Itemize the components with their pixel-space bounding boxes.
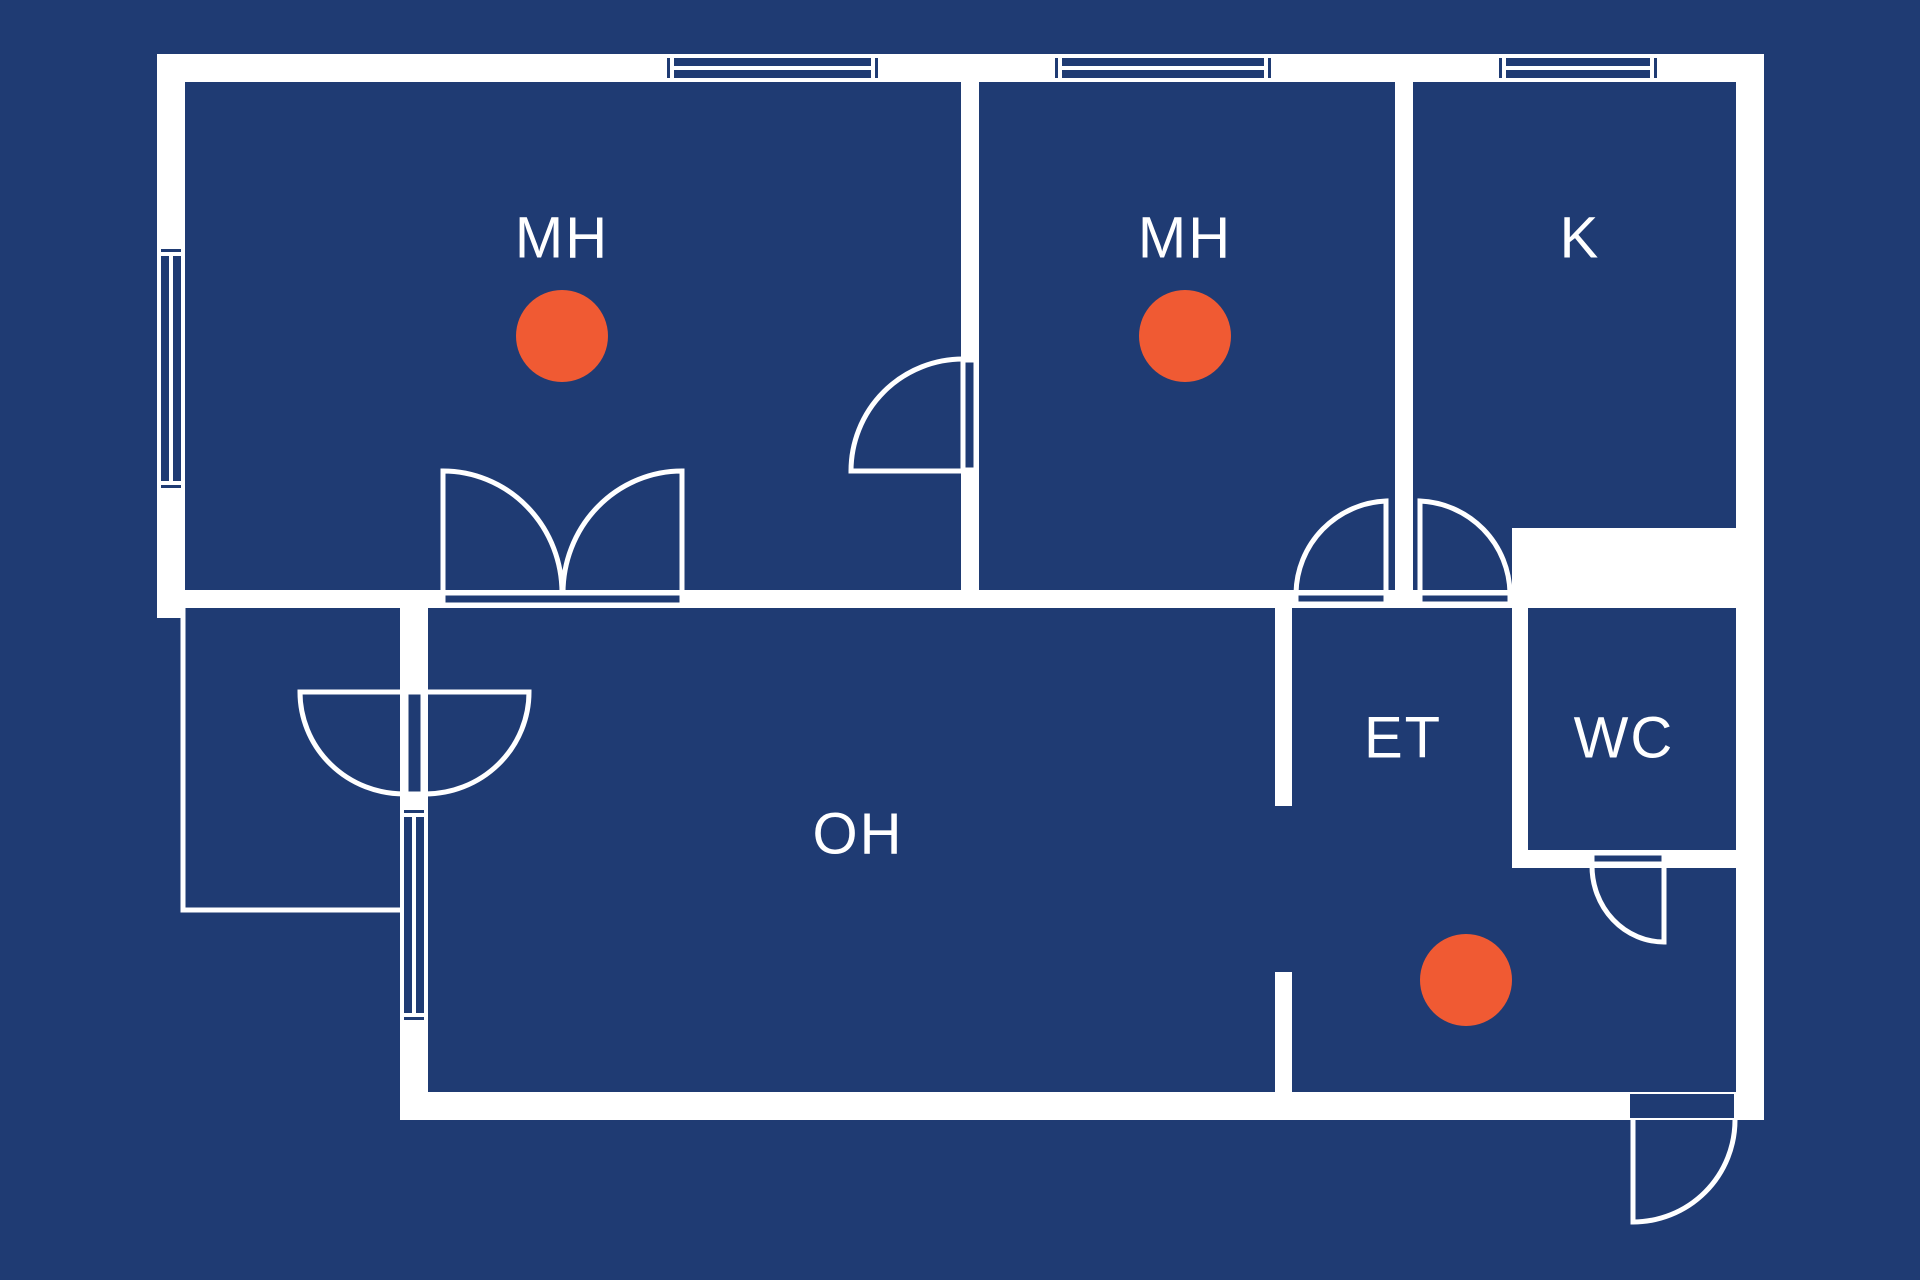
room-label-bedroom-1: MH — [515, 206, 609, 271]
room-label-hall: ET — [1364, 706, 1442, 771]
wall-bedrooms-divider — [961, 54, 979, 608]
window-top-1 — [663, 54, 882, 82]
room-label-living-room: OH — [813, 802, 904, 867]
wall-bottom — [400, 1092, 1764, 1120]
room-labels: MH MH K ET WC OH — [515, 206, 1675, 867]
windows — [157, 54, 1661, 1024]
marker-hall — [1420, 934, 1512, 1026]
marker-bedroom-2 — [1139, 290, 1231, 382]
door-bedroom-2-hall — [1293, 498, 1389, 607]
door-wc — [1589, 850, 1667, 945]
door-bedroom-2 — [848, 356, 979, 474]
window-top-3 — [1495, 54, 1661, 82]
marker-bedroom-1 — [516, 290, 608, 382]
wall-hall-upper — [1275, 600, 1292, 806]
wall-wc-left — [1512, 600, 1528, 868]
wall-hall-lower — [1275, 972, 1292, 1104]
door-storage-double — [297, 689, 532, 797]
room-label-bedroom-2: MH — [1138, 206, 1232, 271]
window-left — [157, 245, 185, 492]
room-label-kitchen: K — [1560, 206, 1601, 271]
door-entrance — [1630, 1094, 1738, 1225]
window-top-2 — [1051, 54, 1275, 82]
door-bedroom-1-double — [440, 468, 685, 608]
wall-kitchen-bottom — [1512, 528, 1764, 608]
markers — [516, 290, 1512, 1026]
room-label-wc: WC — [1574, 706, 1675, 771]
door-kitchen — [1417, 498, 1513, 607]
wall-kitchen-divider — [1395, 54, 1413, 608]
window-living-left — [400, 806, 428, 1024]
wall-storage — [180, 608, 403, 913]
doors — [297, 356, 1738, 1225]
